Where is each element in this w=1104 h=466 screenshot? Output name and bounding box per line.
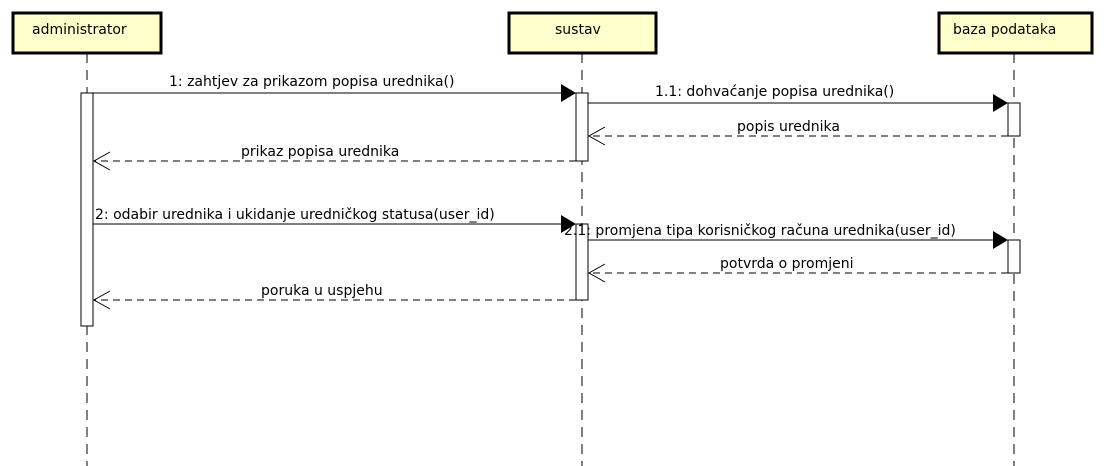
arrowhead-filled	[561, 84, 576, 102]
message-1-1: 1.1: dohvaćanje popisa urednika()	[588, 84, 1008, 112]
arrowhead-filled	[993, 231, 1008, 249]
arrowhead-open	[587, 263, 606, 283]
arrowhead-filled	[561, 215, 576, 233]
activation-sustav-1	[575, 92, 589, 162]
participant-label: baza podataka	[953, 22, 1056, 38]
message-2: 2: odabir urednika i ukidanje uredničkog…	[93, 207, 576, 233]
return-2-1: potvrda o promjeni	[587, 256, 1008, 283]
message-label: popis urednika	[737, 119, 840, 135]
participant-sustav[interactable]: sustav	[507, 11, 658, 55]
return-2: poruka u uspjehu	[92, 283, 576, 310]
message-2-1: 2.1: promjena tipa korisničkog računa ur…	[564, 223, 1008, 249]
participant-label: administrator	[32, 22, 127, 38]
message-label: 2.1: promjena tipa korisničkog računa ur…	[564, 223, 956, 239]
arrowhead-filled	[993, 94, 1008, 112]
activation-baza-1	[1007, 102, 1021, 137]
arrowhead-open	[92, 151, 111, 171]
return-1: prikaz popisa urednika	[92, 144, 576, 171]
message-label: 1.1: dohvaćanje popisa urednika()	[655, 84, 894, 100]
activation-administrator	[80, 92, 94, 327]
return-1-1: popis urednika	[587, 119, 1008, 146]
message-1: 1: zahtjev za prikazom popisa urednika()	[93, 74, 576, 102]
message-label: 2: odabir urednika i ukidanje uredničkog…	[95, 207, 495, 223]
message-label: 1: zahtjev za prikazom popisa urednika()	[169, 74, 454, 90]
message-label: prikaz popisa urednika	[241, 144, 399, 160]
message-label: potvrda o promjeni	[720, 256, 853, 272]
message-label: poruka u uspjehu	[261, 283, 383, 299]
arrowhead-open	[587, 126, 606, 146]
participant-administrator[interactable]: administrator	[11, 11, 163, 55]
activation-baza-2	[1007, 239, 1021, 274]
arrowhead-open	[92, 290, 111, 310]
participant-baza-podataka[interactable]: baza podataka	[937, 11, 1094, 55]
participant-label: sustav	[555, 22, 601, 38]
activation-sustav-2	[575, 223, 589, 301]
